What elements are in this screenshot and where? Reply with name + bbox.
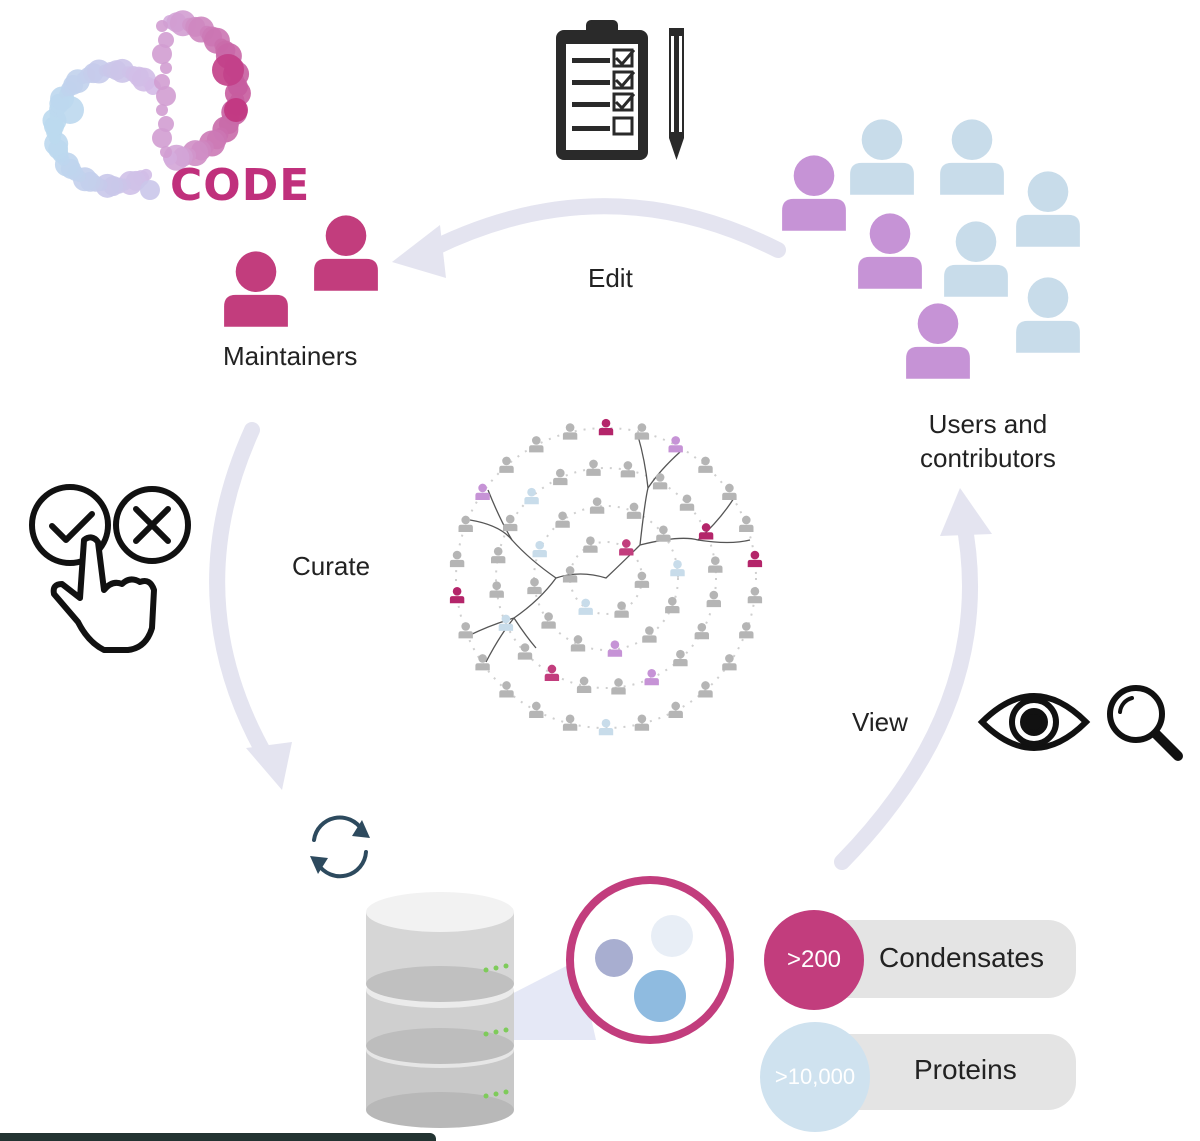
network-node <box>642 626 657 643</box>
network-node <box>739 622 754 639</box>
network-node <box>475 483 490 500</box>
network-node <box>607 640 623 657</box>
user-person-icon <box>782 119 1080 379</box>
database-icon <box>366 892 596 1128</box>
network-node <box>614 601 629 618</box>
condensate-circle-icon <box>566 876 734 1044</box>
user-person <box>782 155 846 231</box>
pencil-icon <box>669 28 684 160</box>
network-node <box>644 668 659 686</box>
network-node <box>529 436 544 453</box>
network-node <box>619 539 634 556</box>
condensates-count: >200 <box>764 910 864 1010</box>
maintainer-person-icon <box>224 215 378 327</box>
curate-arrow-head <box>246 742 292 790</box>
arrow-heads <box>246 225 992 790</box>
sync-icon <box>310 815 370 879</box>
users-label: Users and contributors <box>920 408 1056 476</box>
cycle-arrows <box>209 198 978 870</box>
network-node <box>458 515 473 532</box>
network-node <box>578 598 593 615</box>
magnifier-icon <box>1107 685 1183 761</box>
network-node <box>673 649 688 667</box>
condensates-label: Condensates <box>879 942 1045 973</box>
network-node <box>626 502 642 519</box>
network-node <box>668 436 683 453</box>
network-node <box>722 483 737 500</box>
network-node <box>698 523 714 540</box>
users-label-line1: Users and <box>928 409 1048 439</box>
user-person <box>940 119 1004 195</box>
curate-label: Curate <box>292 551 371 581</box>
network-node <box>527 577 542 595</box>
network-icon <box>449 418 763 736</box>
network-node <box>668 701 683 718</box>
network-node <box>665 596 680 614</box>
network-node <box>449 550 465 568</box>
network-node <box>529 701 544 718</box>
user-person <box>858 213 922 289</box>
network-node <box>634 714 650 731</box>
network-node <box>634 571 650 588</box>
network-node <box>598 718 614 736</box>
network-node <box>583 536 598 553</box>
network-node <box>634 423 650 440</box>
curate-arrow <box>209 422 276 768</box>
network-node <box>570 635 586 652</box>
network-node <box>747 550 763 568</box>
user-person <box>1016 171 1080 247</box>
network-node <box>458 622 473 639</box>
view-arrow <box>834 510 978 870</box>
view-label: View <box>852 707 908 737</box>
network-node <box>739 515 754 532</box>
network-node <box>698 456 713 473</box>
network-node <box>555 511 570 528</box>
network-node <box>562 714 578 731</box>
clipboard-icon <box>556 20 648 160</box>
edit-arrow <box>412 198 786 263</box>
edit-label: Edit <box>588 263 633 293</box>
user-person <box>850 119 914 195</box>
network-node <box>499 681 514 698</box>
network-node <box>652 473 668 490</box>
eye-icon <box>977 693 1091 751</box>
network-node <box>586 459 601 476</box>
network-node <box>524 487 539 505</box>
network-node <box>708 556 723 573</box>
network-node <box>491 546 506 564</box>
proteins-count: >10,000 <box>760 1022 870 1132</box>
user-person <box>906 303 970 379</box>
network-node <box>544 664 560 681</box>
network-node <box>553 468 568 486</box>
users-label-line2: contributors <box>920 442 1056 473</box>
network-node <box>541 612 556 629</box>
code-logo-icon <box>42 10 251 200</box>
network-node <box>598 418 614 436</box>
network-node <box>499 456 514 473</box>
proteins-label: Proteins <box>914 1054 1017 1085</box>
network-node <box>449 586 465 604</box>
user-person <box>1016 277 1080 353</box>
network-node <box>694 622 709 640</box>
check-cross-hand-icon <box>29 484 191 653</box>
network-node <box>698 681 713 698</box>
network-node <box>489 581 504 598</box>
network-node <box>679 494 695 511</box>
maintainers-label: Maintainers <box>223 341 358 371</box>
network-node <box>532 540 547 558</box>
network-node <box>747 586 763 604</box>
edit-arrow-head <box>392 225 446 278</box>
user-person <box>944 221 1008 297</box>
network-node <box>670 559 685 577</box>
network-node <box>620 461 636 478</box>
network-node <box>706 590 721 608</box>
logo-text: CODE <box>170 160 311 211</box>
network-node <box>503 514 518 532</box>
view-arrow-head <box>940 488 992 536</box>
bottom-bar <box>0 1133 436 1141</box>
